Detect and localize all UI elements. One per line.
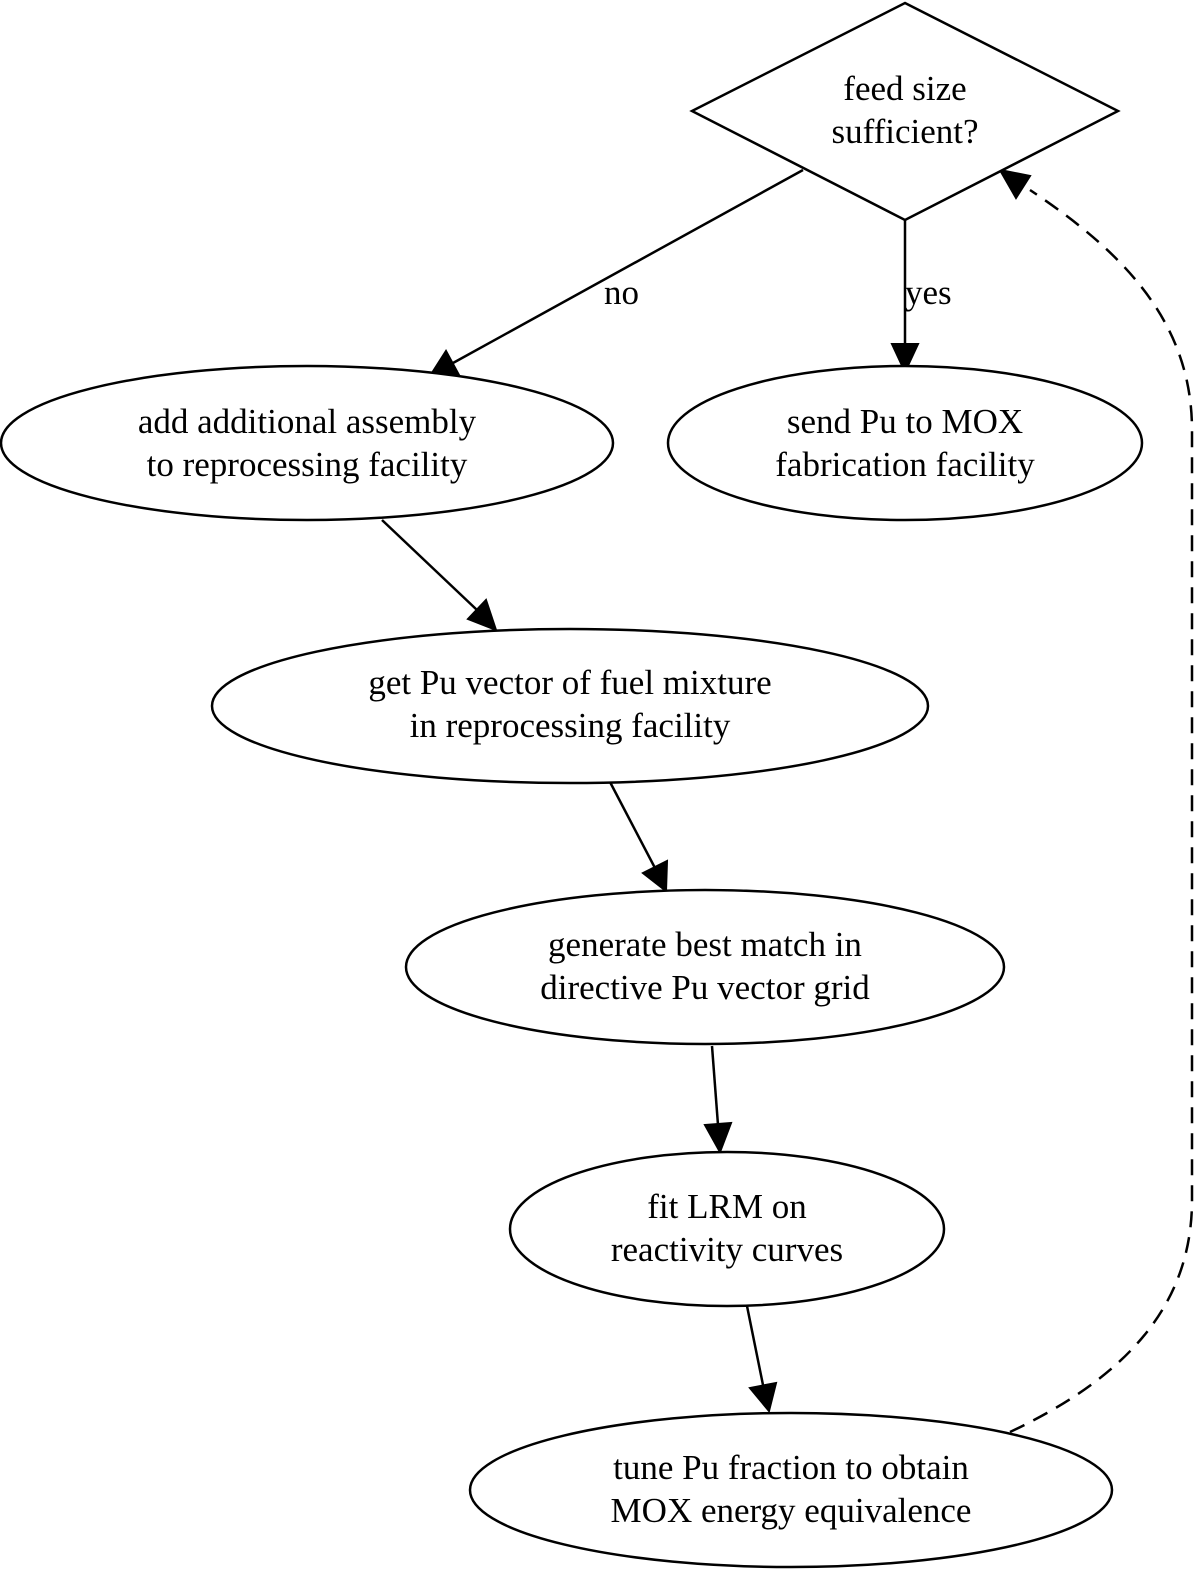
send-pu-ellipse [666,364,1144,522]
best-match-ellipse [404,888,1006,1046]
tune-pu-line2: MOX energy equivalence [611,1491,972,1530]
decision-label-line1: feed size [843,69,966,108]
get-vector-line2: in reprocessing facility [410,706,731,745]
process-node-fit-lrm: fit LRM on reactivity curves [508,1150,946,1308]
edge-fit-lrm-to-tune-pu [745,1305,778,1414]
arrowhead-tune-pu [748,1381,778,1414]
arrowhead-feedback [998,168,1032,200]
send-pu-line1: send Pu to MOX [787,402,1023,441]
edge-label-no: no [604,273,639,312]
arrowhead-best-match [641,859,669,894]
edge-label-yes: yes [905,273,952,312]
edge-feedback-dashed [998,168,1194,1434]
edge-add-to-get-vector [381,519,498,632]
add-assembly-ellipse [0,364,615,522]
process-node-best-match: generate best match in directive Pu vect… [404,888,1006,1046]
edge-get-vector-to-best-match [608,781,669,894]
process-node-get-vector: get Pu vector of fuel mixture in reproce… [210,627,930,785]
decision-node-feed-size: feed size sufficient? [689,1,1121,222]
get-vector-ellipse [210,627,930,785]
process-node-add-assembly: add additional assembly to reprocessing … [0,364,615,522]
add-assembly-line2: to reprocessing facility [147,445,468,484]
decision-diamond [689,1,1121,222]
fit-lrm-ellipse [508,1150,946,1308]
fit-lrm-line2: reactivity curves [611,1230,843,1269]
process-node-send-pu: send Pu to MOX fabrication facility [666,364,1144,522]
decision-label-line2: sufficient? [831,112,978,151]
arrowhead-fit-lrm [703,1121,733,1155]
arrowhead-yes [890,343,920,375]
best-match-line1: generate best match in [548,925,862,964]
edge-best-match-to-fit-lrm [703,1045,733,1155]
tune-pu-line1: tune Pu fraction to obtain [613,1448,969,1487]
get-vector-line1: get Pu vector of fuel mixture [368,663,771,702]
fit-lrm-line1: fit LRM on [647,1187,806,1226]
process-node-tune-pu: tune Pu fraction to obtain MOX energy eq… [468,1411,1114,1569]
send-pu-line2: fabrication facility [775,445,1035,484]
edge-yes [890,220,920,375]
arrowhead-get-vector [466,598,498,632]
tune-pu-ellipse [468,1411,1114,1569]
best-match-line2: directive Pu vector grid [540,968,870,1007]
add-assembly-line1: add additional assembly [138,402,477,441]
